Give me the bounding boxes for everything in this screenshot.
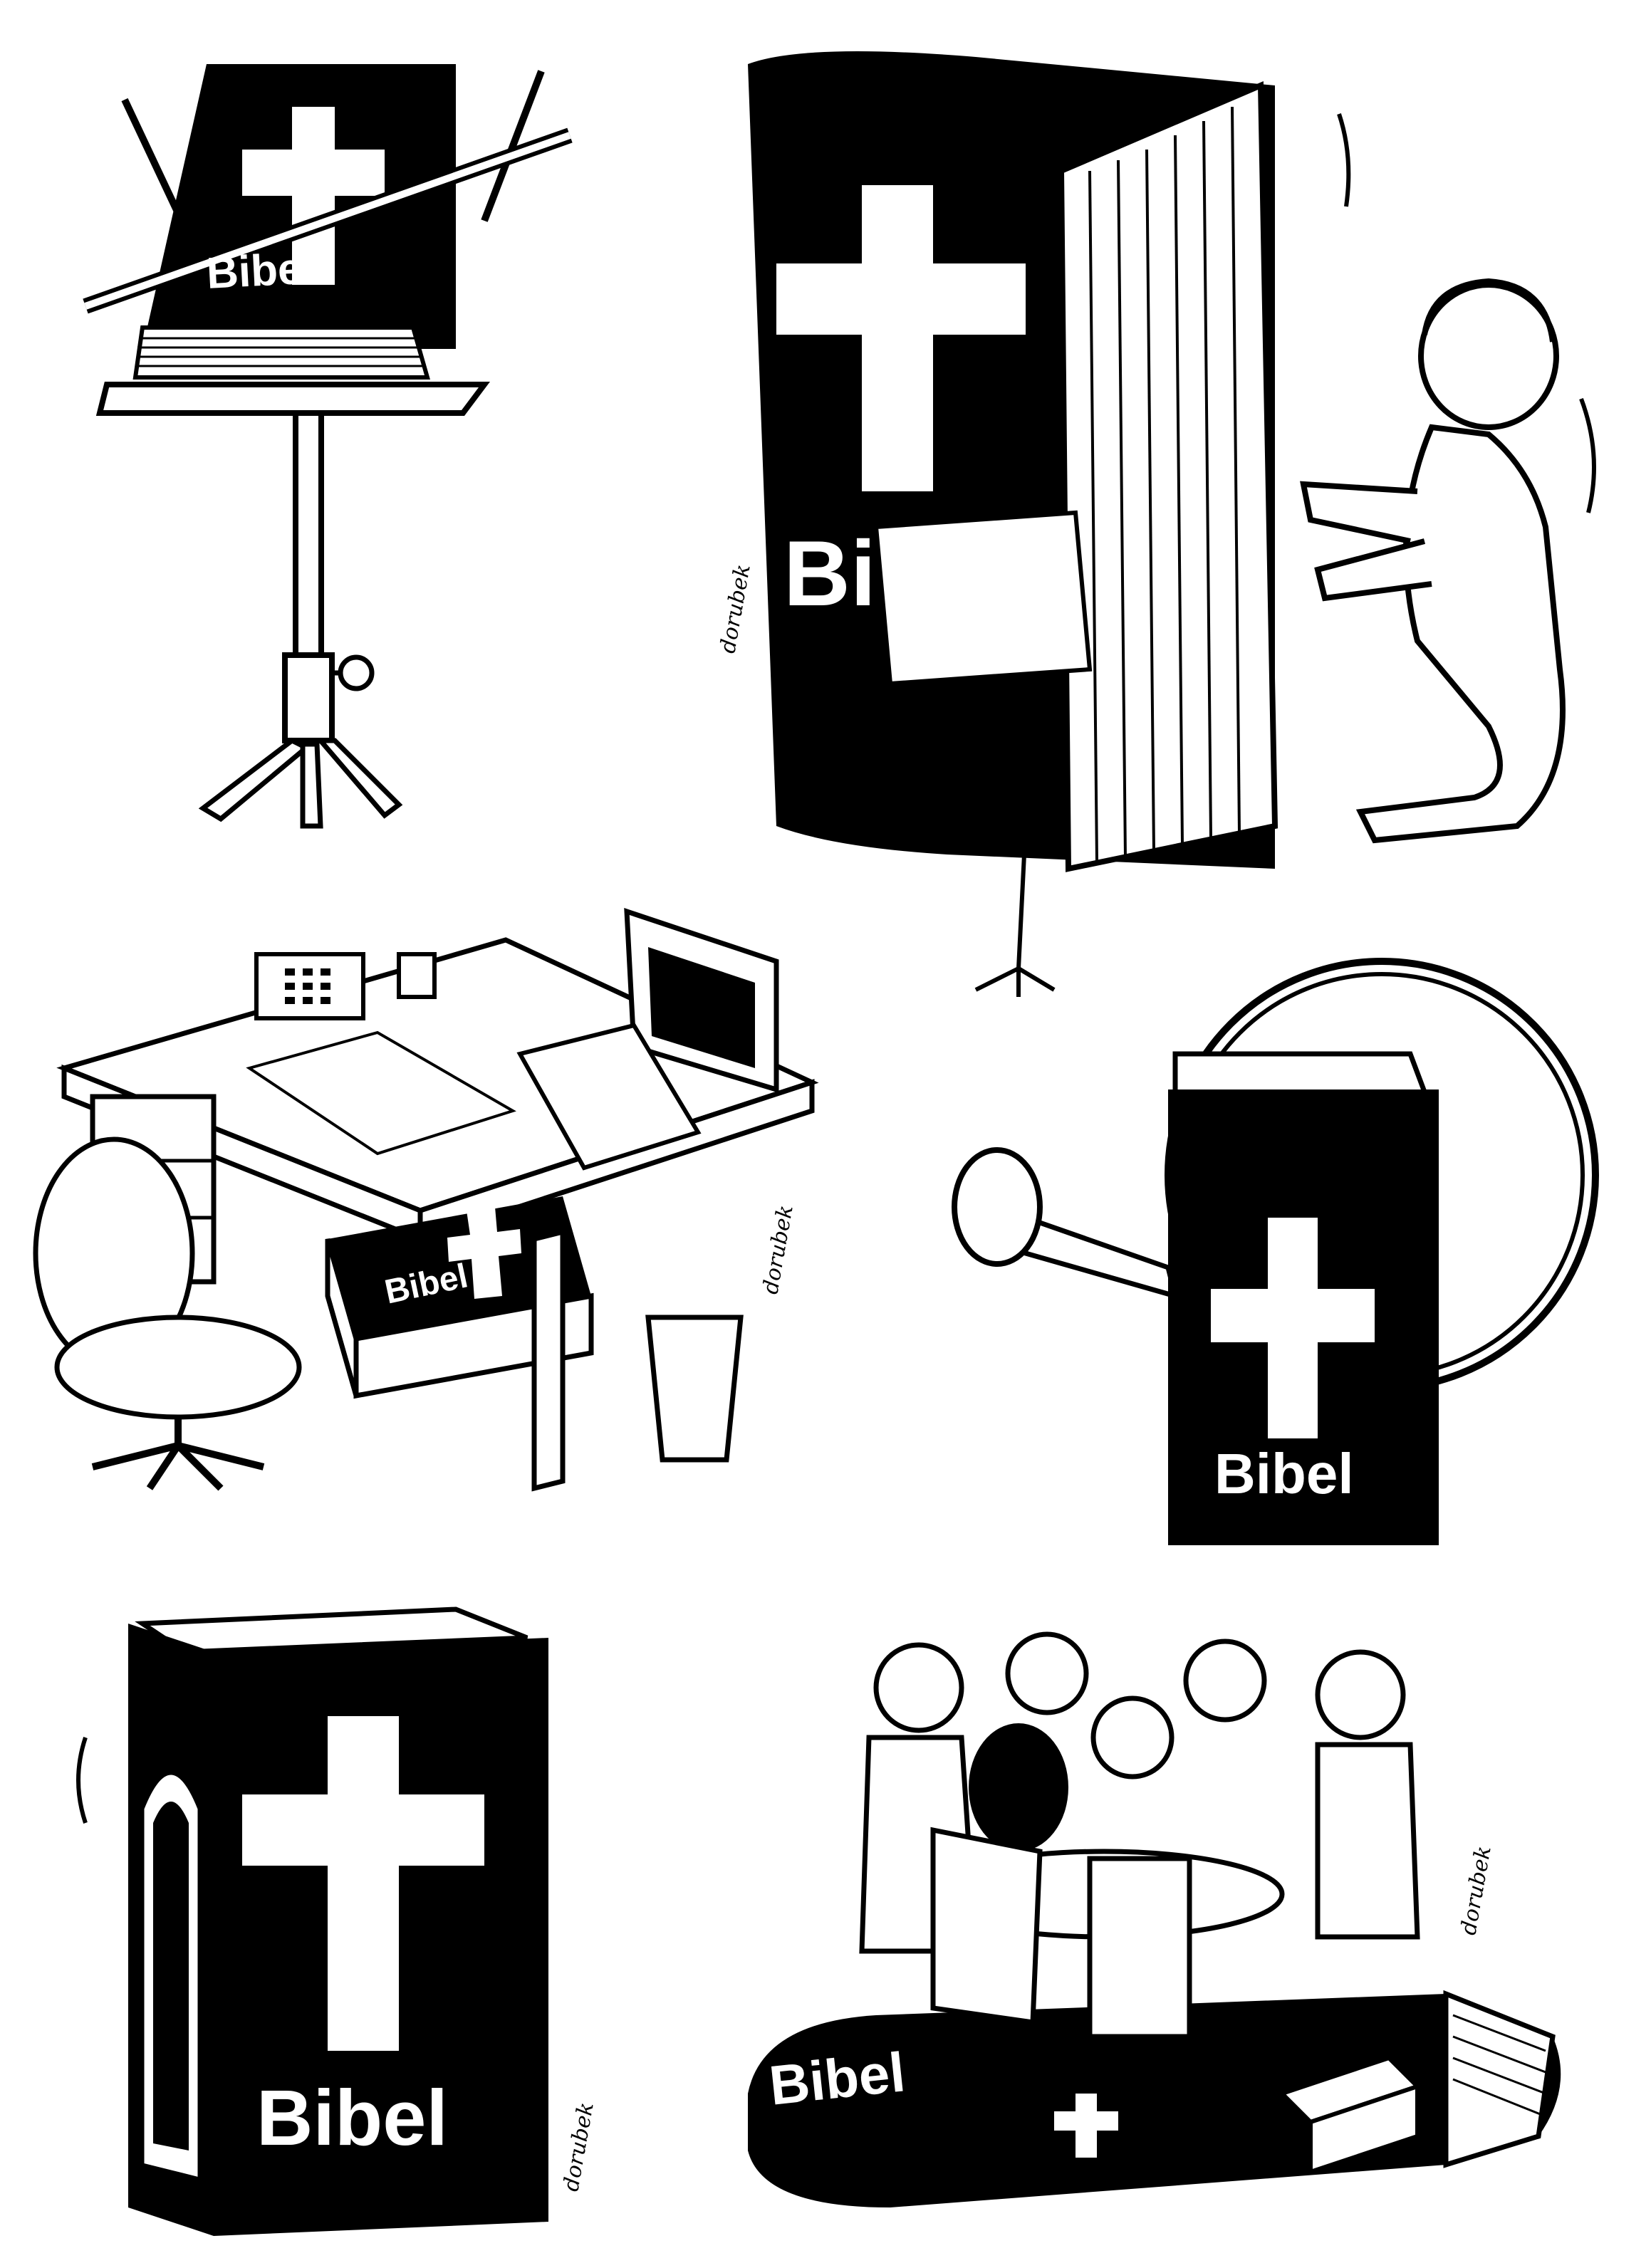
- cross-icon: [1054, 2094, 1118, 2158]
- cross-icon: [242, 1716, 484, 2051]
- person-head: [1183, 1639, 1267, 1723]
- bible-title: Bibel: [766, 2040, 908, 2117]
- desk-drawing: [33, 908, 819, 1492]
- bible-title: Bi: [783, 521, 876, 625]
- person-head: [873, 1642, 964, 1733]
- person-head: [969, 1723, 1068, 1851]
- spout-rose: [952, 1147, 1043, 1267]
- bible-title: Bibel: [205, 244, 316, 298]
- panel-meeting: Bibel dorubek: [734, 1595, 1631, 2236]
- meeting-drawing: [748, 1631, 1561, 2207]
- cross-icon: [447, 1207, 521, 1299]
- person-head: [1090, 1695, 1175, 1780]
- cross-icon: [1211, 1218, 1375, 1438]
- watering-can-drawing: [952, 958, 1599, 1545]
- panel-music-stand: Bibel: [57, 43, 573, 862]
- waste-bin: [645, 1315, 744, 1463]
- panel-organ: Bi dorubek: [715, 28, 1631, 1025]
- panel-desk: Bibel dorubek: [21, 897, 826, 1495]
- person-head: [1005, 1631, 1089, 1715]
- music-stand-drawing: [83, 64, 573, 829]
- panel-church: Bibel dorubek: [57, 1595, 627, 2236]
- organist-head: [1418, 282, 1559, 430]
- cross-icon: [776, 185, 1026, 491]
- chair: [1087, 1856, 1192, 2039]
- church-bible-drawing: [76, 1606, 548, 2236]
- chair: [930, 1827, 1043, 2026]
- bible-cover: [328, 1196, 591, 1339]
- bible-title: Bibel: [256, 2074, 448, 2162]
- person-head: [1315, 1649, 1406, 1740]
- organ-drawing: [748, 51, 1596, 997]
- panel-watering-can: Bibel: [940, 947, 1624, 1588]
- cross-icon: [242, 107, 385, 285]
- bible-title: Bibel: [1214, 1442, 1354, 1505]
